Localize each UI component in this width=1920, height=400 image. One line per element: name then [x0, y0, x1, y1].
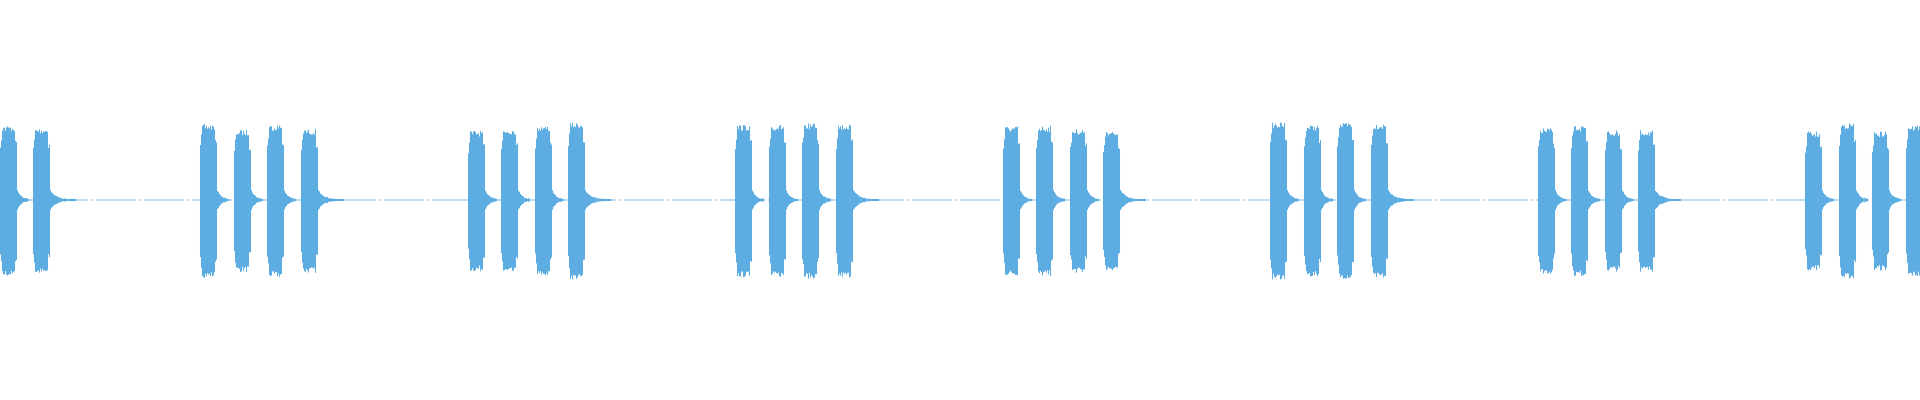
waveform-burst: [1269, 122, 1300, 280]
waveform-burst: [1570, 126, 1601, 276]
waveform-burst: [801, 123, 832, 279]
waveform-burst: [768, 125, 799, 277]
waveform-burst: [734, 125, 765, 277]
waveform-burst: [1002, 126, 1033, 276]
waveform-burst: [534, 126, 565, 276]
waveform-burst: [32, 129, 77, 273]
waveform-burst: [300, 129, 345, 273]
waveform-burst: [1035, 126, 1066, 276]
waveform-burst: [0, 126, 30, 276]
waveform-burst: [1604, 130, 1635, 272]
waveform-bursts: [0, 122, 1920, 280]
waveform-burst: [567, 122, 612, 280]
waveform-burst: [266, 125, 297, 277]
waveform-burst: [1905, 126, 1920, 276]
waveform-burst: [233, 130, 264, 272]
waveform-burst: [1637, 130, 1682, 272]
waveform-burst: [1336, 123, 1367, 279]
waveform-burst: [835, 124, 880, 278]
waveform-burst: [500, 131, 531, 271]
waveform-burst: [199, 124, 230, 278]
waveform-burst: [467, 130, 498, 272]
waveform-burst: [1102, 131, 1147, 271]
waveform-burst: [1537, 128, 1568, 274]
waveform-burst: [1303, 125, 1334, 277]
waveform-burst: [1838, 123, 1869, 279]
waveform-burst: [1370, 124, 1415, 278]
waveform-burst: [1871, 131, 1902, 271]
waveform-burst: [1069, 129, 1100, 273]
waveform-burst: [1804, 131, 1835, 271]
